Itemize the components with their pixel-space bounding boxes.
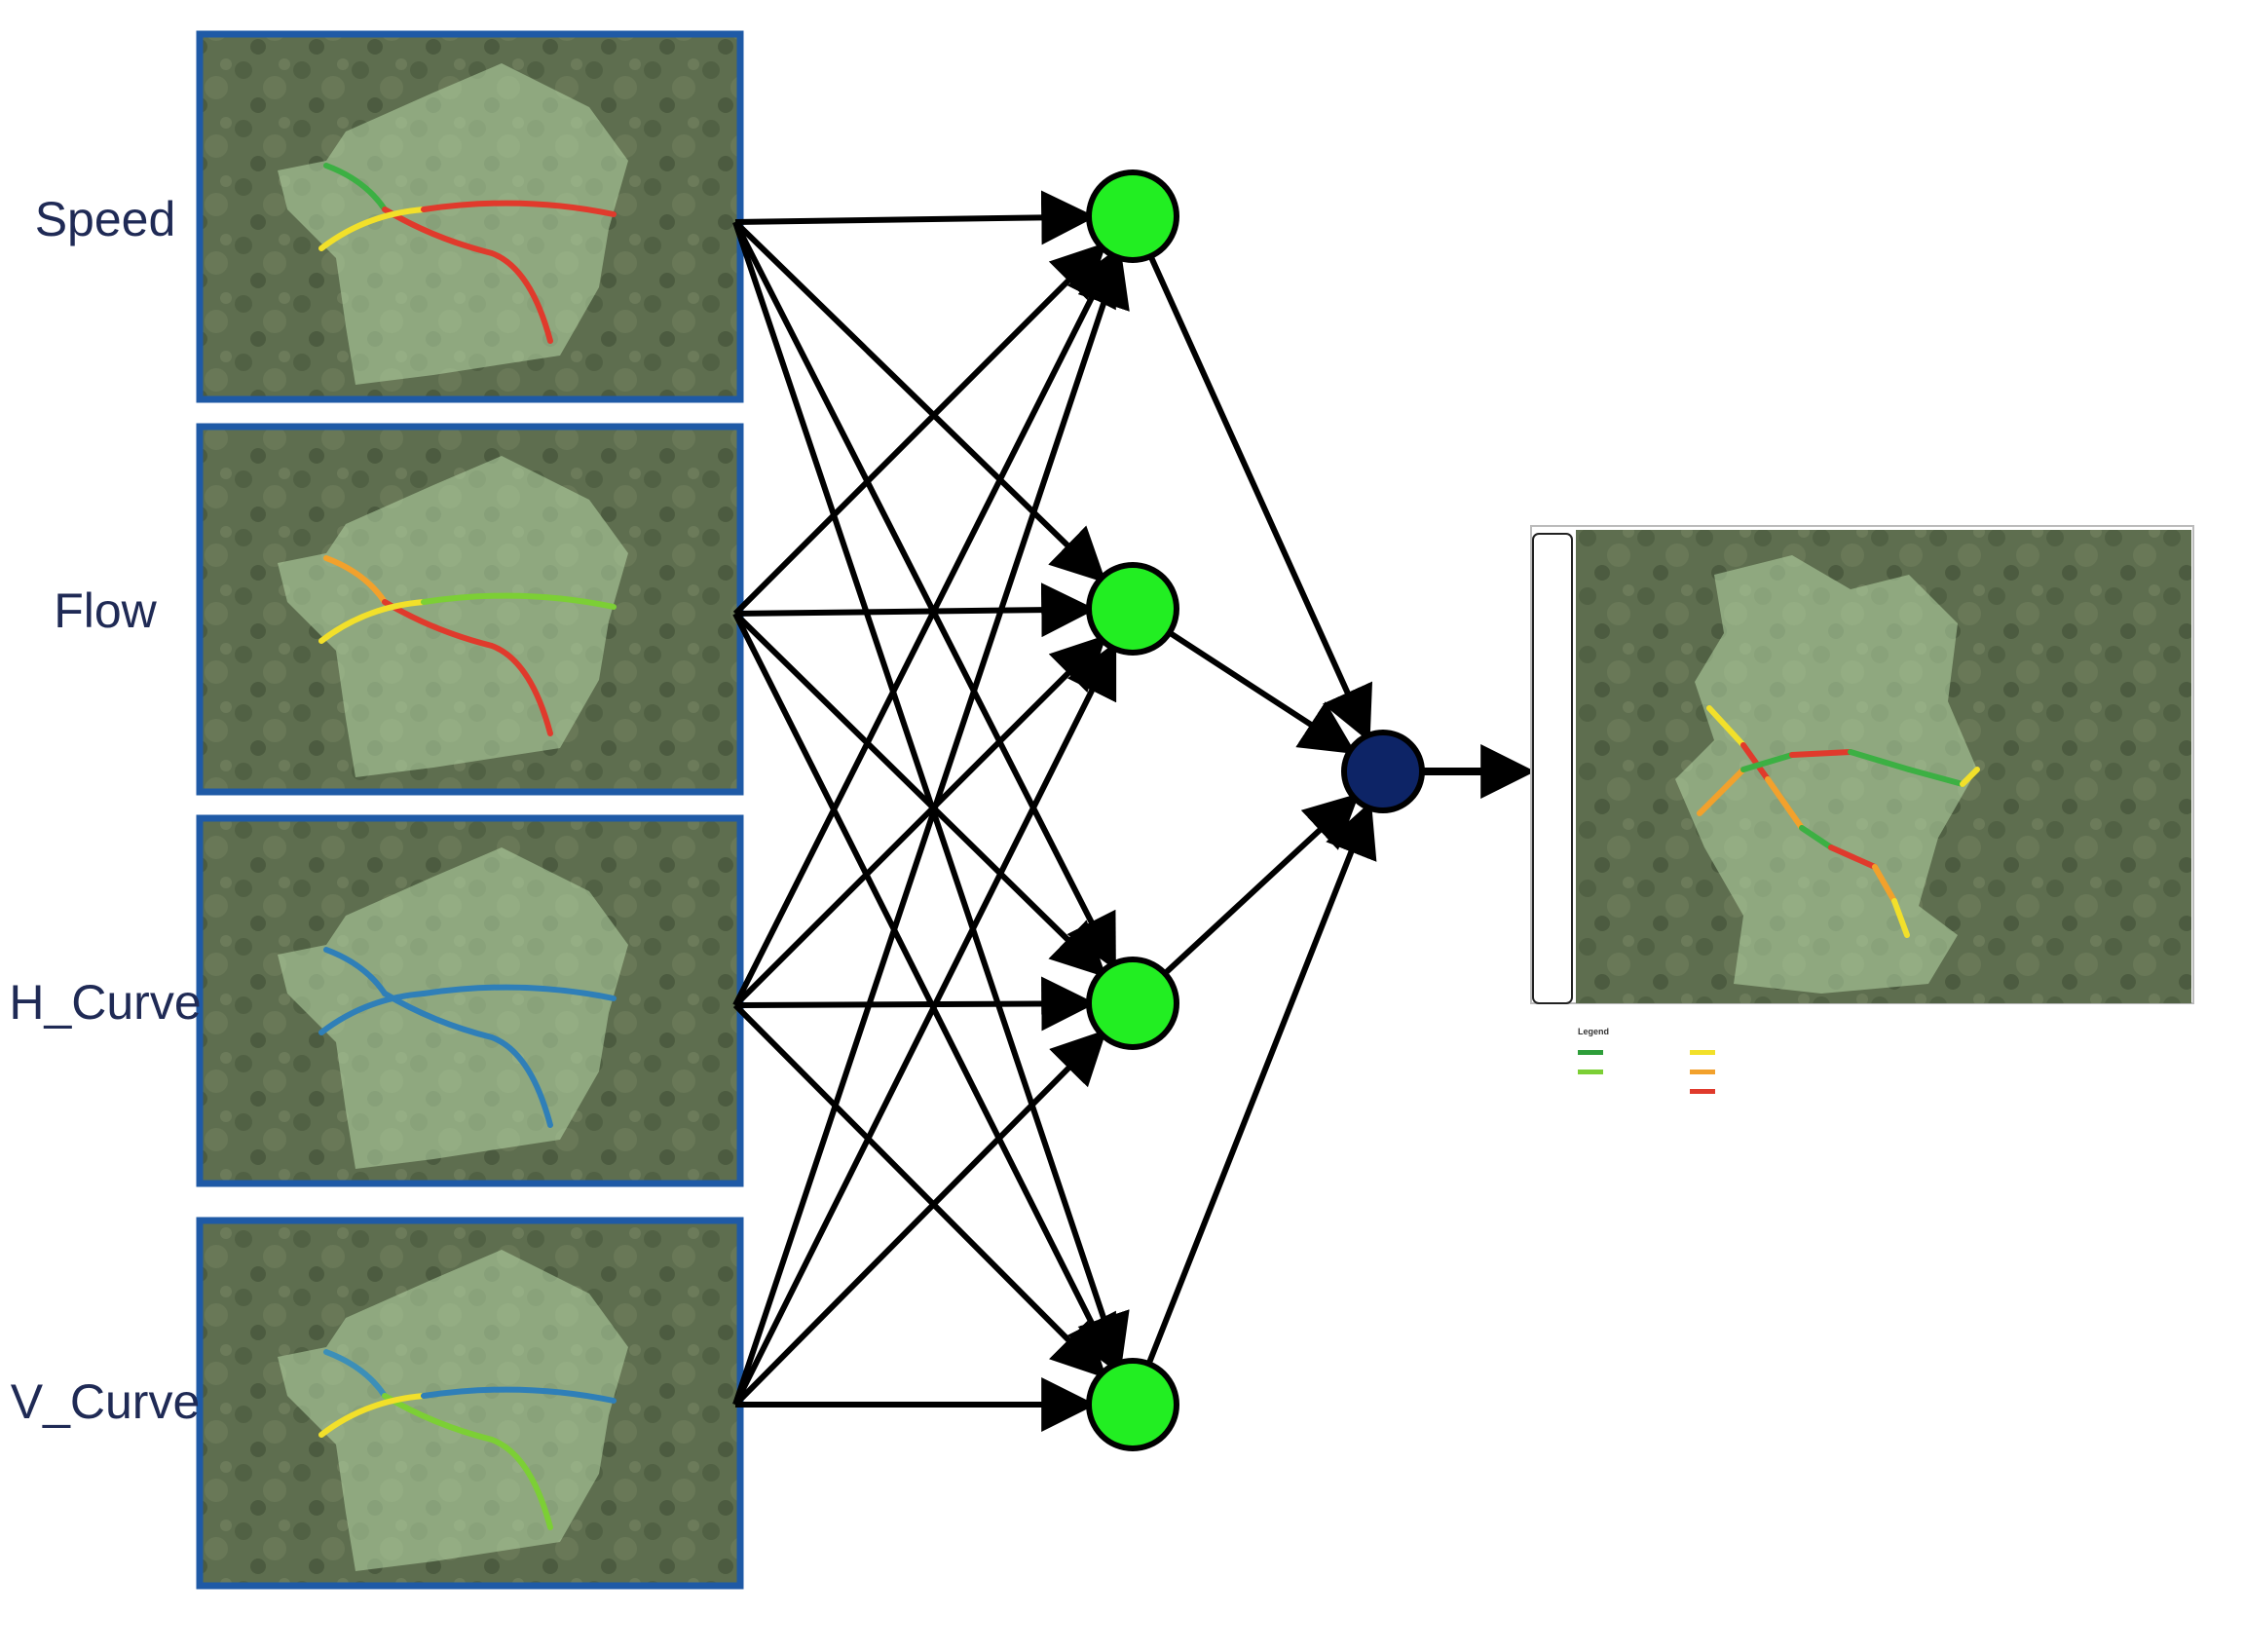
hidden-output-connection [1168, 630, 1357, 755]
input-hidden-connection [732, 242, 1107, 617]
input-hidden-connection [734, 190, 1097, 245]
input-hidden-connection [734, 976, 1097, 1032]
output-route-segment [1872, 864, 1897, 904]
hidden-layer [1086, 169, 1179, 1451]
input-hidden-connection [732, 221, 1130, 1370]
output-route-segment [1828, 845, 1878, 870]
input-map-panel [196, 30, 744, 403]
output-map-region [1675, 555, 1977, 994]
legend: Legend [1578, 1027, 1715, 1094]
hidden-node [1086, 169, 1179, 263]
output-route-segment [1906, 767, 1965, 787]
output-route-segment [1740, 752, 1795, 772]
legend-swatch [1578, 1070, 1603, 1074]
input-map-panel [196, 814, 744, 1187]
route-line [382, 991, 553, 1128]
route-line [318, 991, 427, 1035]
output-route-segment [1740, 742, 1771, 782]
legend-swatch [1690, 1050, 1715, 1055]
output-map: Legend [1530, 525, 2194, 1094]
input-panels [196, 30, 744, 1590]
route-line [421, 1386, 617, 1404]
output-route-segment [1960, 767, 1980, 787]
input-map-panel [196, 423, 744, 796]
route-line [382, 599, 553, 736]
output-route-segment [1706, 705, 1746, 748]
output-route-segment [1789, 749, 1853, 758]
legend-swatch [1578, 1050, 1603, 1055]
input-hidden-connection [732, 220, 1116, 971]
output-route-segment [1765, 776, 1805, 831]
legend-swatch [1690, 1089, 1715, 1094]
route-line [421, 200, 617, 217]
input-label: Flow [54, 583, 157, 638]
output-map-sidebar [1532, 533, 1573, 1004]
input-label: Speed [35, 192, 176, 246]
input-hidden-connection [732, 612, 1117, 1372]
input-hidden-connection [732, 634, 1107, 1008]
route-line [323, 947, 388, 996]
hidden-node [1086, 562, 1179, 656]
legend-heading: Legend [1578, 1027, 1609, 1036]
hidden-output-connection [1147, 254, 1373, 743]
input-map-panel [196, 1217, 744, 1590]
route-line [421, 984, 617, 1001]
route-line [421, 592, 617, 610]
input-hidden-connection [732, 250, 1130, 1406]
route-line [323, 163, 388, 212]
route-line [382, 1393, 553, 1530]
input-hidden-connection [732, 1002, 1107, 1379]
hidden-output-connection [1162, 793, 1360, 976]
output-route-segment [1848, 749, 1912, 772]
input-label: H_Curve [9, 975, 201, 1030]
input-hidden-connection [734, 582, 1097, 638]
output-routes [1697, 705, 1980, 938]
input-hidden-connection [732, 641, 1117, 1407]
input-hidden-connection [732, 1029, 1107, 1408]
route-line [318, 206, 427, 251]
legend-swatch [1690, 1070, 1715, 1074]
route-line [323, 555, 388, 605]
output-route-segment [1697, 767, 1746, 816]
output-route-segment [1891, 898, 1910, 938]
input-hidden-connection [732, 219, 1106, 583]
hidden-node [1086, 957, 1179, 1050]
hidden-output-connection [1145, 801, 1377, 1366]
output-route-segment [1799, 825, 1834, 850]
output-node [1341, 730, 1425, 813]
input-hidden-connection [732, 611, 1107, 978]
input-hidden-connection [732, 248, 1116, 1007]
input-label: V_Curve [11, 1374, 201, 1429]
route-line [323, 1349, 388, 1399]
route-line [382, 206, 553, 344]
connections [732, 190, 1377, 1432]
route-line [318, 1393, 427, 1438]
route-line [318, 599, 427, 644]
hidden-node [1086, 1358, 1179, 1451]
